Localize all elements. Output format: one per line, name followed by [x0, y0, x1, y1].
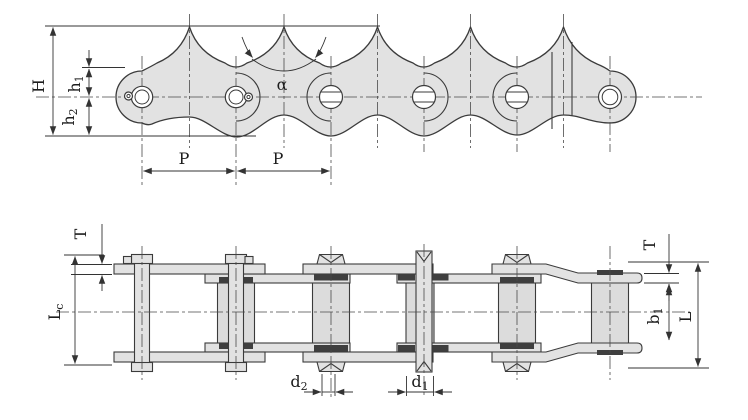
- dim-label-alpha: α: [277, 75, 288, 94]
- dim-h1: h1: [65, 50, 125, 96]
- dim-label-h2: h2: [59, 108, 80, 125]
- top-view: H h1 h2 P P α: [29, 14, 702, 185]
- inner-plate: [204, 342, 351, 353]
- dim-pitch-left: P: [143, 149, 235, 175]
- outer-plate: [113, 351, 266, 363]
- dim-label-H: H: [29, 79, 48, 93]
- plate-edge-shadow: [398, 345, 415, 352]
- outer-plate: [113, 263, 266, 275]
- outer-plate: [302, 263, 434, 275]
- pin-hole-riveted: [411, 84, 437, 110]
- dim-label-d2: d2: [290, 372, 307, 393]
- dim-d1: d1: [388, 372, 452, 396]
- dim-pitch-right: P: [237, 149, 330, 175]
- dim-label-Lc: Lc: [45, 304, 66, 321]
- dim-label-b1: b1: [644, 307, 665, 324]
- pin-hole-riveted: [504, 84, 530, 110]
- dim-b1: b1: [644, 286, 673, 341]
- dim-label-L: L: [676, 311, 695, 322]
- dim-tooth-angle: α: [241, 36, 327, 94]
- offset-plate: [491, 342, 643, 363]
- inner-plate: [396, 342, 542, 353]
- pin-hole-bushed: [597, 84, 623, 110]
- dim-label-h1: h1: [65, 75, 86, 92]
- dim-label-d1: d1: [411, 372, 428, 393]
- dim-label-T: T: [71, 228, 90, 239]
- chain-side-profile: [115, 26, 637, 138]
- outer-plate: [302, 351, 434, 363]
- dim-T-right: T: [640, 234, 679, 301]
- dim-label-P: P: [273, 149, 284, 168]
- dim-label-P: P: [179, 149, 190, 168]
- dim-H: H: [29, 25, 380, 137]
- dim-T-left: T: [71, 224, 112, 291]
- pin-hole-cottered: [224, 85, 254, 109]
- plate-edge-shadow: [432, 274, 449, 281]
- offset-plate: [491, 263, 643, 284]
- inner-plate: [204, 273, 351, 284]
- plate-edge-shadow: [432, 345, 449, 352]
- bottom-view: T Lc d2 d1: [45, 224, 709, 398]
- dim-L: L: [628, 261, 709, 369]
- plate-edge-shadow: [314, 345, 348, 352]
- dim-Lc: Lc: [45, 254, 112, 366]
- dim-h2: h2: [59, 98, 93, 135]
- dim-d2: d2: [290, 372, 353, 396]
- pin-hole-cottered: [123, 85, 154, 109]
- plate-edge-shadow: [398, 274, 415, 281]
- dim-label-T: T: [640, 239, 659, 250]
- inner-plate: [396, 273, 542, 284]
- pin-hole-riveted: [318, 84, 344, 110]
- plate-cap-arc: [423, 72, 449, 122]
